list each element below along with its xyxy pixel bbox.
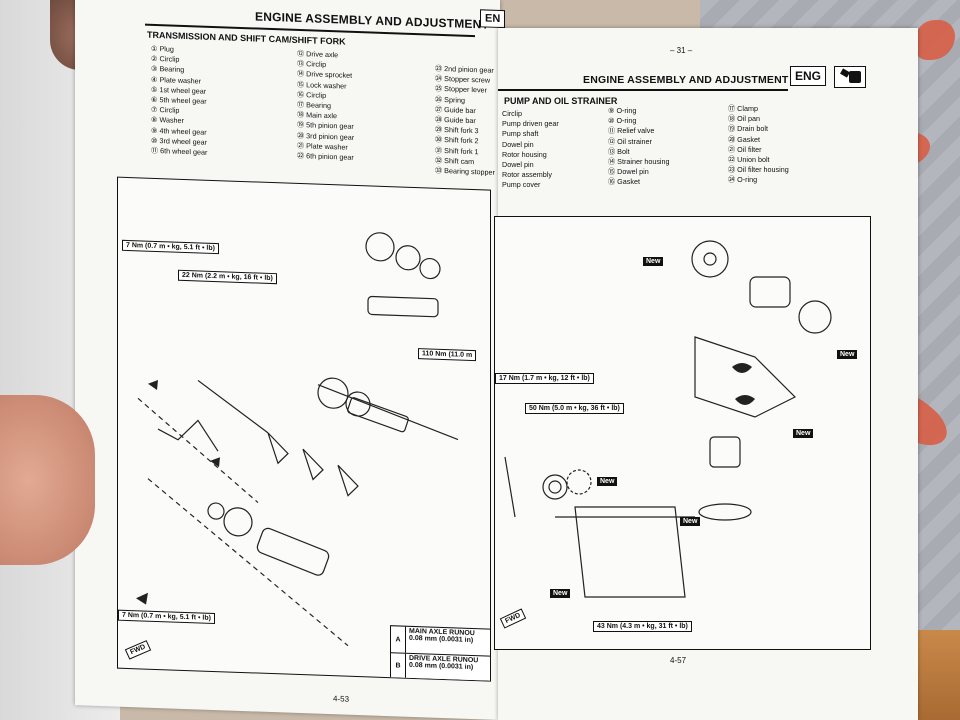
legend-item: ㉝ Bearing stopper: [435, 165, 495, 177]
legend-item: ⑨ O-ring: [608, 106, 637, 115]
legend-item: Pump shaft: [502, 129, 539, 139]
oil-pump-illustration: [504, 240, 832, 598]
torque-spec-r3: 43 Nm (4.3 m • kg, 31 ft • lb): [593, 621, 692, 632]
legend-item: Rotor housing: [502, 149, 547, 159]
right-page-number: 4-57: [670, 656, 687, 665]
new-tag: New: [837, 350, 858, 359]
legend-item: ⑫ Oil strainer: [608, 136, 652, 146]
legend-item: ㉓ Oil filter housing: [728, 165, 789, 175]
right-header: ENGINE ASSEMBLY AND ADJUSTMENT: [583, 74, 789, 86]
legend-item: ⑪ Relief valve: [608, 126, 655, 136]
legend-item: ㉒ 6th pinion gear: [297, 150, 354, 162]
legend-item: ⑱ Oil pan: [728, 114, 760, 124]
transmission-illustration: [136, 232, 459, 647]
hand-holding-book: [0, 395, 95, 565]
left-page-number: 4-53: [333, 694, 350, 704]
legend-item: ⑪ 6th wheel gear: [151, 145, 208, 157]
legend-item: Pump cover: [502, 180, 541, 190]
eng-badge: ENG: [790, 66, 827, 86]
left-legend-col1: ① Plug ② Circlip ③ Bearing ④ Plate washe…: [151, 44, 207, 158]
legend-item: ⑳ Gasket: [728, 134, 760, 144]
engine-glyph: [840, 68, 861, 83]
note-b-label: B: [391, 653, 406, 679]
left-legend-col3: ㉓ 2nd pinion gear ㉔ Stopper screw ㉕ Stop…: [435, 64, 495, 178]
legend-item: Dowel pin: [502, 160, 534, 170]
legend-item: Circlip: [502, 109, 522, 118]
legend-item: Rotor assembly: [502, 170, 552, 180]
new-tag: New: [643, 257, 664, 266]
new-tag: New: [597, 477, 618, 486]
right-subtitle: PUMP AND OIL STRAINER: [504, 96, 618, 106]
left-manual-page: ENGINE ASSEMBLY AND ADJUSTMENT EN TRANSM…: [75, 0, 506, 720]
runout-note: A MAIN AXLE RUNOU 0.08 mm (0.0031 in) B …: [390, 625, 491, 682]
legend-item: ㉑ Oil filter: [728, 144, 762, 154]
new-tag: New: [550, 589, 571, 598]
note-a-value: 0.08 mm (0.0031 in): [409, 634, 474, 645]
note-b-value: 0.08 mm (0.0031 in): [409, 661, 474, 672]
legend-item: ⑩ O-ring: [608, 116, 637, 126]
transmission-diagram: 7 Nm (0.7 m • kg, 5.1 ft • lb) 22 Nm (2.…: [117, 176, 491, 682]
torque-spec-r2: 50 Nm (5.0 m • kg, 36 ft • lb): [525, 403, 624, 414]
engine-icon: [834, 66, 866, 88]
note-a-label: A: [391, 626, 406, 653]
legend-item: Pump driven gear: [502, 119, 559, 129]
legend-item: ⑲ Drain bolt: [728, 124, 768, 134]
oil-pump-diagram: 17 Nm (1.7 m • kg, 12 ft • lb) 50 Nm (5.…: [494, 216, 871, 650]
right-legend-col2: ⑨ O-ring ⑩ O-ring ⑪ Relief valve ⑫ Oil s…: [608, 106, 670, 188]
legend-item: ㉒ Union bolt: [728, 155, 770, 165]
right-manual-page: – 31 – ENGINE ASSEMBLY AND ADJUSTMENT EN…: [494, 28, 918, 720]
legend-item: Dowel pin: [502, 139, 534, 149]
right-header-rule: [498, 89, 788, 91]
new-tag: New: [793, 429, 814, 438]
left-legend-col2: ⑫ Drive axle ⑬ Circlip ⑭ Drive sprocket …: [297, 49, 354, 163]
torque-spec-r1: 17 Nm (1.7 m • kg, 12 ft • lb): [495, 373, 594, 384]
right-legend-col3: ⑰ Clamp ⑱ Oil pan ⑲ Drain bolt ⑳ Gasket …: [728, 104, 789, 186]
left-header-icon: EN: [480, 9, 506, 29]
legend-item: ⑰ Clamp: [728, 104, 758, 113]
legend-item: ⑭ Strainer housing: [608, 157, 670, 167]
right-legend-col1: Circlip Pump driven gear Pump shaft Dowe…: [502, 109, 559, 191]
new-tag: New: [680, 517, 701, 526]
legend-item: ⑬ Bolt: [608, 146, 630, 156]
legend-item: ㉔ O-ring: [728, 175, 758, 185]
legend-item: ⑯ Gasket: [608, 177, 640, 187]
torque-spec-3: 110 Nm (11.0 m: [418, 348, 477, 362]
right-top-number: – 31 –: [670, 46, 693, 55]
legend-item: ⑮ Dowel pin: [608, 167, 649, 177]
